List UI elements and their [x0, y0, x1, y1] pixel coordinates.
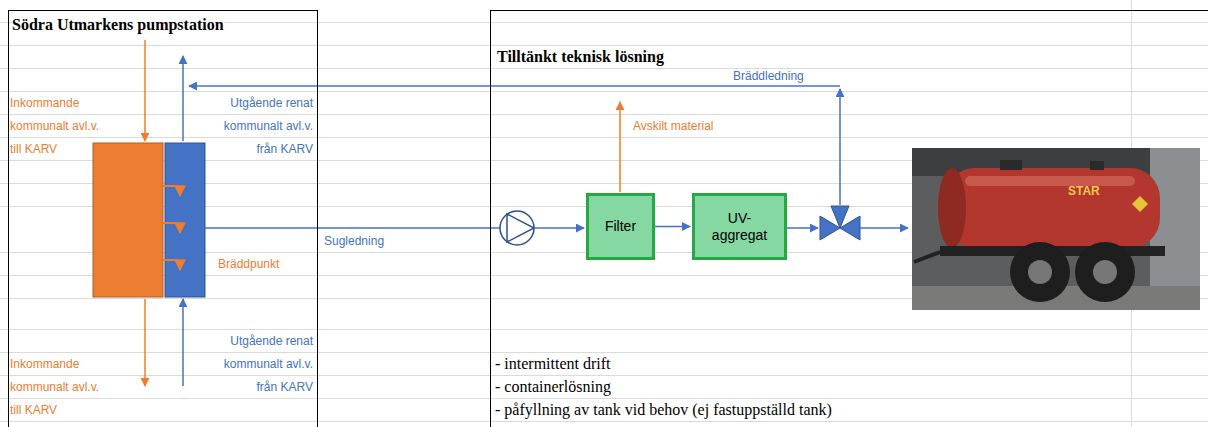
note-text: - containerlösning: [495, 378, 611, 396]
section-heading: Tilltänkt teknisk lösning: [497, 48, 664, 66]
flow-label: kommunalt avl.v.: [10, 380, 99, 394]
outflow-arrow: [182, 299, 184, 386]
flow-arrow: [534, 227, 584, 229]
flow-label: från KARV: [257, 380, 313, 394]
pump-symbol: [500, 211, 534, 245]
flow-label: Bräddpunkt: [218, 257, 279, 271]
overflow-line: [839, 89, 841, 205]
flow-label: kommunalt avl.v.: [10, 119, 99, 133]
flow-label: till KARV: [10, 403, 57, 417]
inflow-arrow: [144, 40, 146, 141]
inflow-arrow: [144, 299, 146, 386]
note-text: - intermittent drift: [495, 355, 611, 373]
flow-arrow: [655, 226, 690, 228]
section-panel: Södra Utmarkens pumpstation: [8, 10, 318, 427]
flow-label: Utgående renat: [230, 96, 313, 110]
three-way-valve: [820, 206, 860, 240]
photo-text: STAR: [1068, 184, 1100, 198]
flow-label: Utgående renat: [230, 334, 313, 348]
flow-label: kommunalt avl.v.: [224, 119, 313, 133]
outlet-chamber: [165, 143, 205, 297]
tank-trailer-photo: [912, 148, 1200, 310]
box-label: UV- aggregat: [705, 210, 775, 244]
flow-label: Inkommande: [10, 96, 79, 110]
flow-arrow: [787, 227, 818, 229]
flow-label: från KARV: [257, 142, 313, 156]
suction-line: [205, 227, 500, 229]
process-box: Filter: [586, 193, 655, 260]
pump-station: [93, 40, 205, 386]
flow-label: kommunalt avl.v.: [224, 357, 313, 371]
separated-material-arrow: [619, 102, 621, 192]
flow-label: Inkommande: [10, 357, 79, 371]
inlet-chamber: [93, 143, 163, 297]
box-label: Filter: [605, 218, 636, 235]
overflow-line: [189, 85, 840, 87]
section-heading: Södra Utmarkens pumpstation: [12, 16, 224, 34]
note-text: - påfyllning av tank vid behov (ej fastu…: [495, 401, 832, 419]
overflow-arrows: [163, 186, 180, 270]
section-panel: Filter UV- aggregat Tilltänkt teknisk lösn…: [490, 10, 1208, 427]
outflow-arrow: [182, 56, 184, 141]
flow-label: till KARV: [10, 142, 57, 156]
flow-label: Sugledning: [324, 234, 384, 248]
flow-label: Bräddledning: [733, 69, 804, 83]
process-box: UV- aggregat: [692, 193, 787, 260]
flow-arrow: [860, 227, 908, 229]
flow-label: Avskilt material: [633, 119, 713, 133]
